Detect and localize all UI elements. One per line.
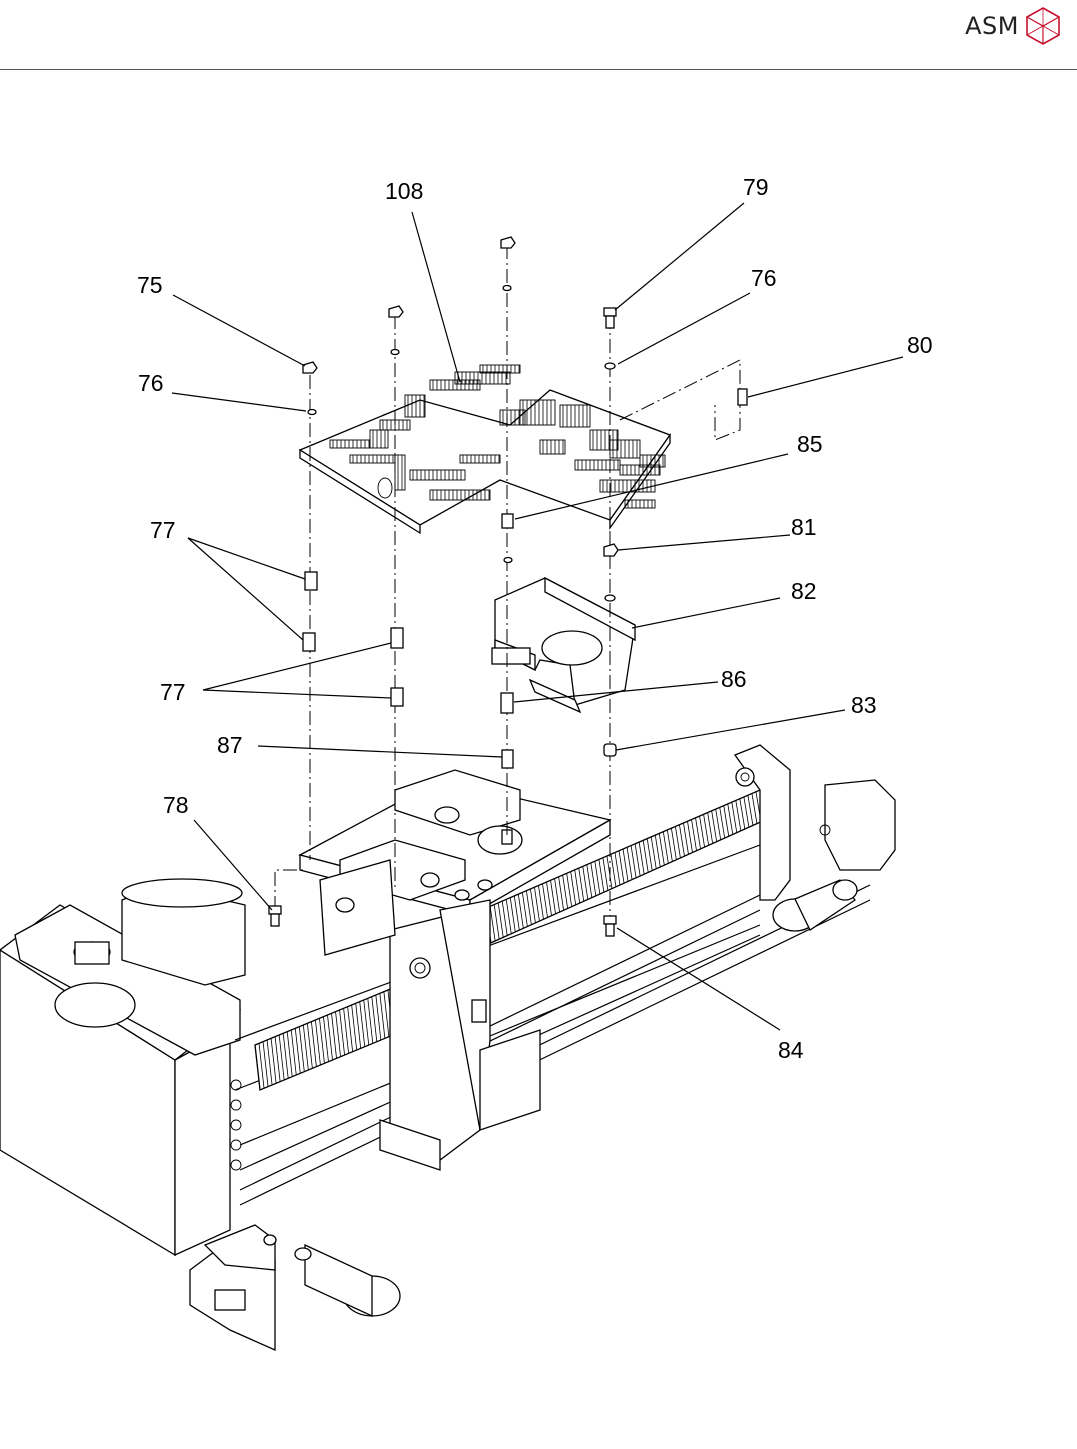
callout-108: 108 xyxy=(385,178,423,204)
callout-84: 84 xyxy=(778,1037,804,1063)
callout-75: 75 xyxy=(137,272,163,298)
callout-86: 86 xyxy=(721,666,747,692)
callout-76-top: 76 xyxy=(751,265,777,291)
callout-87: 87 xyxy=(217,732,243,758)
callout-77-lower: 77 xyxy=(160,679,186,705)
callout-79: 79 xyxy=(743,174,769,200)
callout-83: 83 xyxy=(851,692,877,718)
callout-85: 85 xyxy=(797,431,823,457)
callout-81: 81 xyxy=(791,514,817,540)
callout-77-upper: 77 xyxy=(150,517,176,543)
callout-76-left: 76 xyxy=(138,370,164,396)
callout-82: 82 xyxy=(791,578,817,604)
assembly-axes xyxy=(275,245,740,930)
right-drive-end xyxy=(735,745,895,931)
callout-80: 80 xyxy=(907,332,933,358)
center-frame xyxy=(300,770,610,1170)
callout-78: 78 xyxy=(163,792,189,818)
controller-pcb xyxy=(300,365,670,533)
